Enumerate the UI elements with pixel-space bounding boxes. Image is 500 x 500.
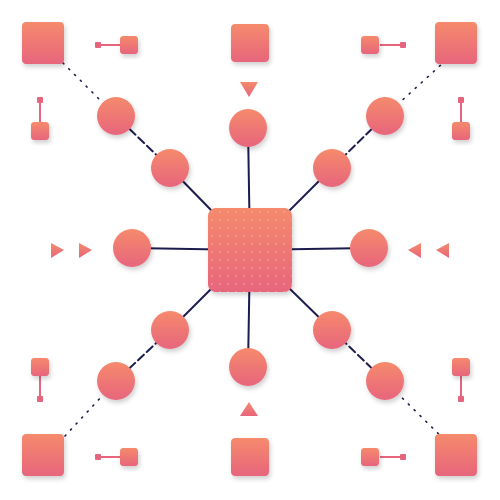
connector-right-top-tip (458, 97, 464, 103)
outer-node-bottom-left (97, 362, 135, 400)
inner-node-bottom (229, 348, 267, 386)
edge-node-top (231, 24, 269, 62)
connector-top-right-tip (400, 42, 406, 48)
outer-node-top-left (97, 97, 135, 135)
marker-arrow-right-2 (436, 243, 449, 258)
corner-node-top-right (435, 22, 477, 64)
connector-bottom-right (361, 448, 379, 466)
marker-arrow-top (240, 82, 258, 97)
nodes-layer (22, 22, 477, 476)
marker-arrow-right-1 (408, 243, 421, 258)
edge-node-bottom (231, 438, 269, 476)
inner-node-bottom-right (313, 311, 351, 349)
connector-left-top (31, 122, 49, 140)
inner-node-top-right (313, 149, 351, 187)
connector-top-right (361, 36, 379, 54)
marker-arrow-left-1 (51, 243, 64, 258)
connector-right-bottom (452, 358, 470, 376)
corner-node-top-left (22, 22, 64, 64)
inner-node-top-left (151, 149, 189, 187)
connector-left-bottom (31, 358, 49, 376)
marker-arrow-bottom (240, 402, 258, 416)
corner-node-bottom-left (22, 434, 64, 476)
outer-node-bottom-right (366, 362, 404, 400)
connector-bottom-right-tip (400, 454, 406, 460)
marker-arrow-left-2 (79, 243, 92, 258)
connector-top-left (120, 36, 138, 54)
connector-right-bottom-tip (458, 396, 464, 402)
connector-bottom-left-tip (95, 454, 101, 460)
inner-node-bottom-left (151, 311, 189, 349)
hub-node-texture (208, 208, 292, 292)
outer-node-top-right (366, 97, 404, 135)
inner-node-left (113, 229, 151, 267)
connector-bottom-left (120, 448, 138, 466)
connector-left-top-tip (37, 97, 43, 103)
connector-right-top (452, 122, 470, 140)
inner-node-right (350, 229, 388, 267)
corner-node-bottom-right (435, 434, 477, 476)
connector-top-left-tip (95, 42, 101, 48)
connector-left-bottom-tip (37, 396, 43, 402)
inner-node-top (229, 109, 267, 147)
